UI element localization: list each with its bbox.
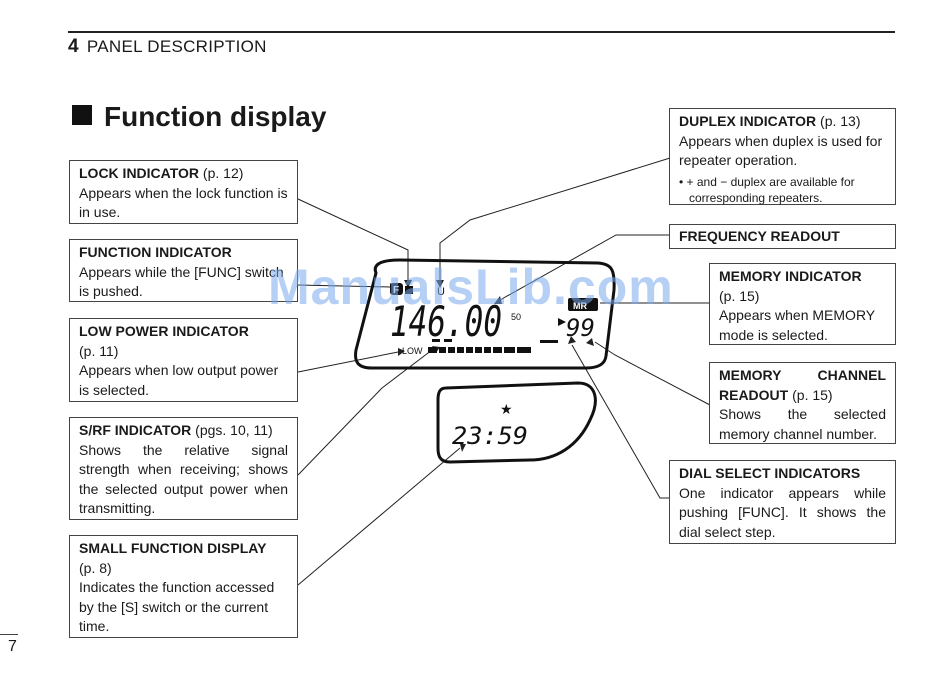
dial-select-indicators-callout: DIAL SELECT INDICATORS One indicator app… bbox=[669, 460, 896, 544]
callout-heading: DUPLEX INDICATOR bbox=[679, 113, 817, 129]
lock-indicator-callout: LOCK INDICATOR (p. 12) Appears when the … bbox=[69, 160, 298, 224]
memory-indicator-icon bbox=[568, 298, 598, 311]
callout-body: Appears when MEMORY mode is selected. bbox=[719, 307, 875, 343]
callout-body: Shows the relative signal strength when … bbox=[79, 441, 288, 517]
lock-icon-letter: F bbox=[393, 285, 399, 296]
callout-heading: DIAL SELECT INDICATORS bbox=[679, 465, 861, 481]
memory-channel-readout-callout: MEMORY CHANNEL READOUT (p. 15) Shows the… bbox=[709, 362, 896, 444]
function-icon bbox=[405, 286, 413, 294]
memory-channel-leader-line bbox=[594, 341, 711, 406]
channel-readout: 99 bbox=[566, 314, 595, 342]
main-lcd-outline bbox=[354, 258, 616, 370]
page-title: Function display bbox=[72, 101, 326, 133]
low-power-label: LOW bbox=[402, 346, 423, 356]
memory-indicator-callout: MEMORY INDICATOR (p. 15) Appears when ME… bbox=[709, 263, 896, 345]
callout-body: Appears when duplex is used for repeater… bbox=[679, 132, 883, 169]
frequency-readout-callout: FREQUENCY READOUT bbox=[669, 224, 896, 249]
callout-body: Appears while the [FUNC] switch is pushe… bbox=[79, 263, 284, 300]
channel-pointer-icon bbox=[558, 318, 566, 326]
callout-heading: LOW POWER INDICATOR bbox=[79, 323, 249, 339]
memory-badge: MR bbox=[573, 301, 587, 311]
callout-ref: (p. 15) bbox=[788, 386, 833, 403]
callout-ref: (p. 12) bbox=[199, 165, 244, 181]
callout-body: Appears when the lock function is in use… bbox=[79, 184, 288, 221]
step-readout: 50 bbox=[511, 312, 521, 322]
time-readout: 23:59 bbox=[452, 422, 528, 450]
chapter-title: PANEL DESCRIPTION bbox=[86, 37, 267, 56]
callout-ref: (p. 8) bbox=[79, 559, 112, 576]
chapter-number: 4 bbox=[68, 36, 79, 57]
callout-ref: (pgs. 10, 11) bbox=[191, 422, 273, 438]
lock-leader-line bbox=[297, 198, 409, 280]
duplex-sign: U bbox=[437, 286, 445, 298]
low-power-indicator-callout: LOW POWER INDICATOR (p. 11) Appears when… bbox=[69, 318, 298, 402]
frequency-leader-line bbox=[499, 234, 670, 301]
callout-heading: SMALL FUNCTION DISPLAY bbox=[79, 540, 267, 556]
callout-heading: FREQUENCY READOUT bbox=[679, 228, 840, 244]
callout-heading: S/RF INDICATOR bbox=[79, 422, 192, 438]
small-function-leader-line bbox=[297, 447, 461, 586]
callout-ref: (p. 13) bbox=[816, 113, 861, 129]
header-rule bbox=[68, 31, 895, 33]
chapter-header: 4 PANEL DESCRIPTION bbox=[68, 36, 267, 58]
low-power-leader-line bbox=[297, 351, 399, 373]
square-bullet-icon bbox=[72, 105, 92, 125]
callout-body: One indicator appears while pushing [FUN… bbox=[679, 484, 886, 540]
callout-heading: LOCK INDICATOR bbox=[79, 165, 200, 181]
callout-body: Shows the selected memory channel number… bbox=[719, 406, 886, 442]
page-number-rule bbox=[0, 634, 18, 635]
frequency-readout: 146.00 bbox=[390, 297, 502, 346]
callout-ref: (p. 15) bbox=[719, 287, 760, 304]
function-indicator-callout: FUNCTION INDICATOR Appears while the [FU… bbox=[69, 239, 298, 302]
srf-indicator-callout: S/RF INDICATOR (pgs. 10, 11) Shows the r… bbox=[69, 417, 298, 520]
callout-body: Indicates the function accessed by the [… bbox=[79, 579, 275, 634]
callout-heading: MEMORY CHANNEL READOUT bbox=[719, 367, 886, 403]
callout-bullet: • + and − duplex are available for corre… bbox=[679, 174, 855, 205]
lock-icon bbox=[390, 283, 403, 295]
page-number: 7 bbox=[8, 638, 17, 655]
callout-heading: FUNCTION INDICATOR bbox=[79, 244, 232, 260]
dial-select-marks bbox=[432, 339, 558, 343]
function-leader-line bbox=[297, 284, 391, 288]
small-function-display-callout: SMALL FUNCTION DISPLAY (p. 8) Indicates … bbox=[69, 535, 298, 638]
duplex-indicator-callout: DUPLEX INDICATOR (p. 13) Appears when du… bbox=[669, 108, 896, 205]
dial-select-leader-line bbox=[571, 344, 670, 499]
watermark: ManualsLib.com bbox=[268, 259, 674, 315]
star-icon: ★ bbox=[500, 401, 513, 417]
callout-body: Appears when low output power is selecte… bbox=[79, 362, 279, 398]
small-lcd-outline bbox=[436, 381, 597, 464]
page-title-text: Function display bbox=[104, 101, 327, 132]
srf-leader-line bbox=[297, 349, 433, 476]
srf-meter bbox=[428, 347, 531, 353]
callout-heading: MEMORY INDICATOR bbox=[719, 268, 862, 284]
callout-ref: (p. 11) bbox=[79, 342, 119, 359]
